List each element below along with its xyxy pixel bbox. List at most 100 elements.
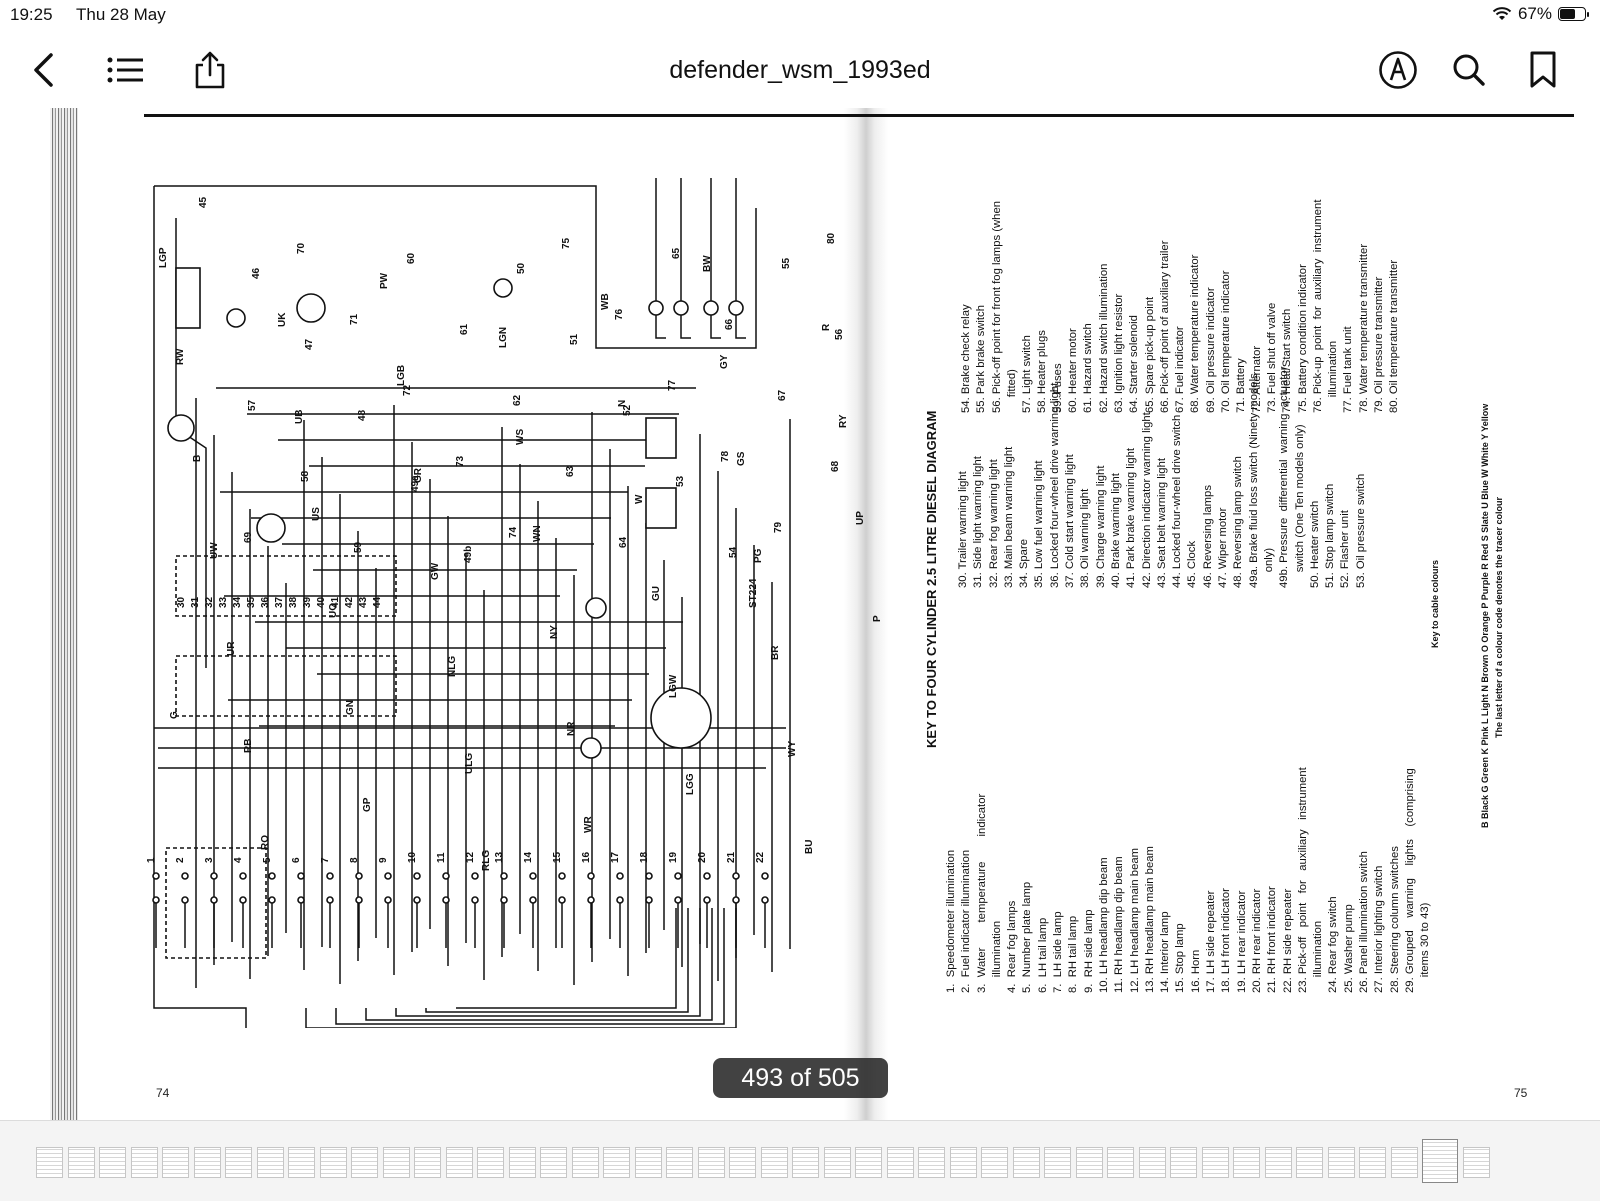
page-thumbnail[interactable] — [1138, 1147, 1166, 1178]
document-title: defender_wsm_1993ed — [669, 56, 931, 84]
terminal — [268, 896, 276, 904]
page-thumbnail[interactable] — [382, 1147, 410, 1178]
component-number: 65 — [671, 247, 682, 259]
page-thumbnail[interactable] — [697, 1147, 725, 1178]
wire — [335, 908, 725, 1025]
wire — [710, 308, 721, 339]
page-thumbnail[interactable] — [949, 1147, 977, 1178]
hazard-switch-box — [645, 417, 677, 459]
component-number: 3 — [204, 857, 215, 863]
page-thumbnail[interactable] — [1044, 1147, 1071, 1178]
component-number: 7 — [320, 857, 331, 863]
page-thumbnail[interactable] — [603, 1147, 630, 1178]
key-column-1: 1. Speedometer illumination 2. Fuel indi… — [945, 767, 1432, 993]
terminal — [442, 872, 450, 880]
page-thumbnail[interactable] — [1012, 1147, 1040, 1178]
wire-colour-label: UR — [226, 641, 237, 656]
component-number: 39 — [302, 596, 313, 608]
page-thumbnail[interactable] — [1107, 1147, 1134, 1178]
page-thumbnail[interactable] — [288, 1147, 315, 1178]
page-thumbnail[interactable] — [351, 1147, 378, 1178]
page-thumbnail[interactable] — [99, 1147, 126, 1178]
wire-colour-label: RO — [260, 835, 271, 850]
page-thumbnail[interactable] — [36, 1147, 63, 1178]
component-number: 47 — [304, 338, 315, 350]
page-thumbnail[interactable] — [162, 1147, 189, 1178]
terminal — [645, 896, 653, 904]
component-number: 8 — [349, 857, 360, 863]
search-button[interactable] — [1445, 46, 1493, 94]
page-thumbnail[interactable] — [886, 1147, 914, 1178]
cable-key-line-1: B Black G Green K Pink L Light N Brown O… — [1480, 403, 1490, 828]
wire-colour-label: UW — [209, 542, 220, 559]
terminal — [413, 896, 421, 904]
page-thumbnail[interactable] — [1463, 1147, 1490, 1178]
page-thumbnail[interactable] — [1296, 1147, 1323, 1178]
page-thumbnail[interactable] — [1359, 1147, 1386, 1178]
component-number: 76 — [614, 308, 625, 320]
component-number: 20 — [697, 851, 708, 863]
page-thumbnail[interactable] — [792, 1147, 819, 1178]
page-thumbnail[interactable] — [67, 1147, 95, 1178]
page-thumbnail[interactable] — [571, 1147, 599, 1178]
page-thumbnail[interactable] — [729, 1147, 756, 1178]
search-icon — [1453, 54, 1485, 86]
chevron-left-icon — [34, 53, 53, 87]
page-thumbnail[interactable] — [1233, 1147, 1260, 1178]
page-thumbnail[interactable] — [981, 1147, 1008, 1178]
page-thumbnail[interactable] — [193, 1147, 221, 1178]
share-button[interactable] — [186, 46, 234, 94]
component-number: 42 — [344, 596, 355, 608]
thumbnail-scrubber[interactable] — [0, 1120, 1600, 1201]
wire-colour-label: NR — [566, 721, 577, 736]
page-thumbnail[interactable] — [823, 1147, 851, 1178]
wire-colour-label: LGB — [396, 365, 407, 386]
page-thumbnail[interactable] — [760, 1147, 788, 1178]
page-thumbnail[interactable] — [1264, 1147, 1292, 1178]
page-thumbnail[interactable] — [130, 1147, 158, 1178]
component-number: 80 — [826, 232, 837, 244]
component-number: 61 — [459, 323, 470, 335]
page-thumbnail[interactable] — [1075, 1147, 1103, 1178]
page-thumbnail[interactable] — [319, 1147, 347, 1178]
bookmark-button[interactable] — [1519, 46, 1567, 94]
page-thumbnail[interactable] — [855, 1147, 882, 1178]
terminal — [355, 872, 363, 880]
fuse-block-box — [165, 847, 267, 959]
right-page-number: 75 — [1514, 1086, 1528, 1100]
terminal — [616, 896, 624, 904]
page-thumbnail[interactable] — [1201, 1147, 1229, 1178]
component-number: 72 — [402, 384, 413, 396]
component-number: 36 — [260, 596, 271, 608]
terminal — [384, 896, 392, 904]
page-thumbnail[interactable] — [508, 1147, 536, 1178]
back-button[interactable] — [20, 46, 68, 94]
wiring-diagram: LGPRWBUWURRBROUKUBUSUOGNGPPWLGBGRGWNLGUL… — [146, 178, 883, 1028]
page-thumbnail[interactable] — [225, 1147, 252, 1178]
page-thumbnail[interactable] — [1170, 1147, 1197, 1178]
terminal — [152, 896, 160, 904]
page-thumbnail[interactable] — [477, 1147, 504, 1178]
contents-button[interactable] — [101, 46, 149, 94]
page-thumbnail[interactable] — [540, 1147, 567, 1178]
markup-pen-icon — [1379, 51, 1417, 89]
page-thumbnail[interactable] — [666, 1147, 693, 1178]
wire-colour-label: NLG — [447, 656, 458, 677]
markup-button[interactable] — [1374, 46, 1422, 94]
page-thumbnail[interactable] — [1390, 1147, 1418, 1178]
page-thumbnail[interactable] — [634, 1147, 662, 1178]
page-thumbnail[interactable] — [1327, 1147, 1355, 1178]
component-number: 33 — [218, 596, 229, 608]
component-number: 64 — [618, 536, 629, 548]
terminal — [529, 872, 537, 880]
component-number: 48 — [357, 409, 368, 421]
page-thumbnail[interactable] — [445, 1147, 473, 1178]
page-thumbnail[interactable] — [1422, 1139, 1458, 1183]
page-thumbnail[interactable] — [414, 1147, 441, 1178]
page-thumbnail[interactable] — [256, 1147, 284, 1178]
component-number: 55 — [781, 257, 792, 269]
page-thumbnail[interactable] — [918, 1147, 945, 1178]
component-number: 40 — [316, 596, 327, 608]
wire-colour-label: UO — [328, 603, 339, 618]
